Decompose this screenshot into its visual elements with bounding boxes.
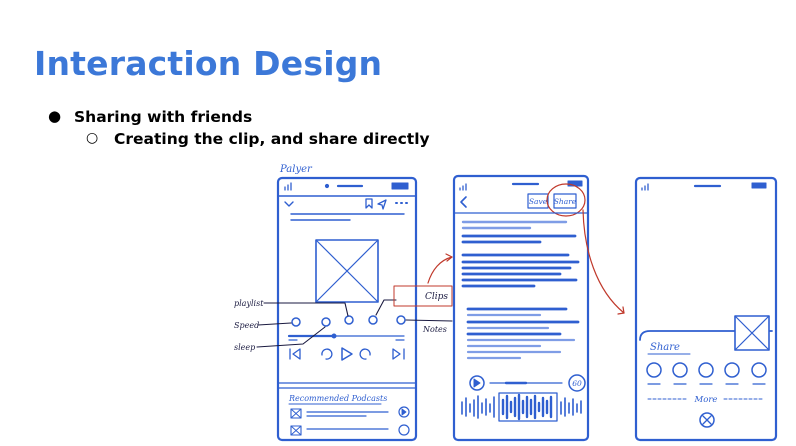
bookmark-icon[interactable]	[365, 198, 373, 209]
sub-bullet-circle-icon: ○	[86, 130, 99, 146]
bullet-sharing-text: Sharing with friends	[74, 108, 253, 126]
share-button-label: Share	[554, 197, 577, 206]
time-indicator-label: 60	[572, 379, 582, 388]
save-button-label: Save	[529, 197, 548, 206]
slide-title: Interaction Design	[34, 44, 383, 83]
player-label: Palyer	[279, 164, 313, 175]
close-button[interactable]	[699, 412, 715, 428]
player-wireframe: Palyer	[276, 164, 418, 442]
send-icon[interactable]	[377, 199, 387, 210]
time-indicator	[568, 374, 586, 392]
battery-icon	[751, 182, 767, 189]
sub-bullet-clip-text: Creating the clip, and share directly	[114, 130, 430, 148]
signal-icon	[641, 183, 649, 191]
player-annotations: playlist Speed sleep Notes	[234, 299, 453, 352]
share-sheet-title: Share	[650, 342, 680, 353]
waveform[interactable]	[461, 392, 582, 422]
battery-icon	[391, 182, 409, 190]
skip-forward-icon[interactable]	[392, 348, 405, 360]
clips-callout: Clips	[393, 253, 453, 307]
annotation-clips: Clips	[425, 292, 448, 302]
annotation-notes: Notes	[422, 325, 447, 334]
back-icon[interactable]	[460, 196, 467, 208]
play-icon	[473, 378, 481, 388]
save-button[interactable]	[527, 193, 549, 209]
signal-icon	[459, 183, 467, 191]
more-label[interactable]: More	[694, 395, 718, 405]
chevron-down-icon[interactable]	[284, 201, 294, 207]
forward-icon[interactable]	[359, 348, 371, 360]
bullet-dot-icon: ●	[48, 107, 62, 125]
rewind-icon[interactable]	[321, 348, 333, 360]
annotation-speed: Speed	[234, 321, 259, 330]
control-circles[interactable]	[291, 315, 406, 327]
share-targets[interactable]	[646, 362, 767, 378]
recommended-label: Recommended Podcasts	[288, 394, 387, 403]
close-icon	[702, 415, 712, 425]
share-button[interactable]	[553, 193, 577, 209]
annotation-playlist: playlist	[234, 299, 264, 308]
play-button[interactable]	[469, 375, 485, 391]
play-icon[interactable]	[341, 347, 353, 361]
share-sheet-wireframe: Share More	[634, 176, 778, 442]
annotation-sleep: sleep	[234, 343, 255, 352]
skip-back-icon[interactable]	[289, 348, 301, 360]
clip-editor-wireframe: Save Share	[452, 174, 590, 442]
podcast-artwork	[315, 239, 379, 303]
signal-icon	[284, 182, 292, 191]
